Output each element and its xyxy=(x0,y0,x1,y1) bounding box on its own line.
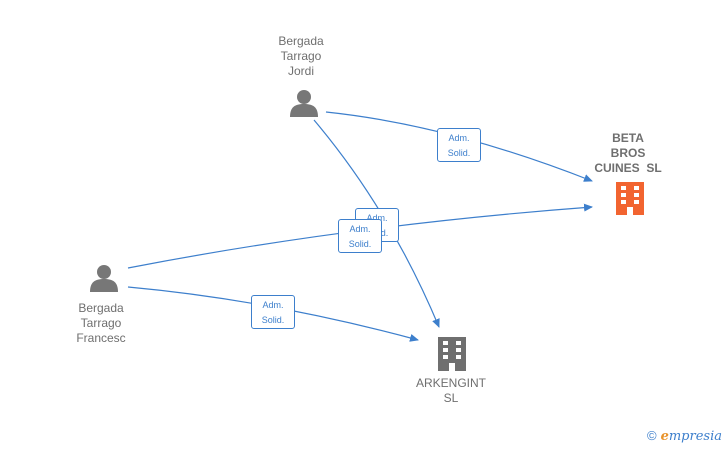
person-label-francesc[interactable]: Bergada Tarrago Francesc xyxy=(76,301,126,345)
company-label-beta-bros-cuines[interactable]: BETA BROS CUINES SL xyxy=(594,131,662,175)
person-icon[interactable] xyxy=(90,265,118,292)
building-icon[interactable] xyxy=(616,182,644,215)
edge-label-francesc-beta: Adm. Solid. xyxy=(338,219,382,253)
edge-label-jordi-beta: Adm. Solid. xyxy=(437,128,481,162)
company-label-arkengint[interactable]: ARKENGINT SL xyxy=(415,376,486,405)
copyright-icon: © xyxy=(646,428,657,443)
brand-initial: e xyxy=(660,429,669,444)
person-label-jordi[interactable]: Bergada Tarrago Jordi xyxy=(278,34,324,78)
building-icon[interactable] xyxy=(438,337,466,371)
brand-rest: mpresia xyxy=(668,429,722,444)
empresia-watermark: ©empresia xyxy=(647,428,722,444)
person-icon[interactable] xyxy=(290,90,318,117)
edge-label-francesc-arkengint: Adm. Solid. xyxy=(251,295,295,329)
